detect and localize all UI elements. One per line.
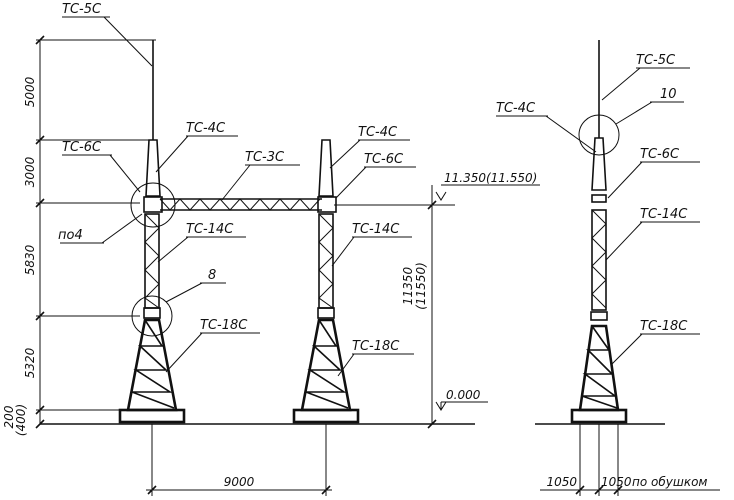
mid-middle-lattice xyxy=(318,213,334,309)
mid-footing xyxy=(292,408,360,424)
mid-upper-section xyxy=(318,139,334,197)
middle-tower xyxy=(292,139,360,424)
right-footing xyxy=(570,408,628,424)
dim-5000: 5000 xyxy=(23,76,37,107)
left-footing xyxy=(118,408,186,424)
mid-base-lattice xyxy=(305,319,349,409)
mid-base-section xyxy=(300,318,352,412)
dim-1050-left: 1050 xyxy=(546,475,577,489)
dim-5830: 5830 xyxy=(23,244,37,275)
mid-middle-section xyxy=(318,213,334,309)
label-tc14c-left: ТС-14С xyxy=(186,222,234,237)
dim-5320: 5320 xyxy=(23,347,37,378)
left-middle-section xyxy=(144,213,160,309)
left-joint-plate xyxy=(143,196,163,213)
label-tc3c: ТС-3С xyxy=(245,150,285,165)
left-base-lattice xyxy=(131,319,175,409)
left-base-section xyxy=(126,318,178,412)
right-tower xyxy=(570,40,628,424)
leader-lines xyxy=(60,16,416,377)
right-base-dimension xyxy=(540,424,720,496)
label-callout-10: 10 xyxy=(660,87,677,102)
label-tc14c-right: ТС-14С xyxy=(640,207,688,222)
right-joint-lower xyxy=(590,311,608,321)
callout-circle-8 xyxy=(131,295,173,337)
mid-joint-lower xyxy=(317,307,335,319)
label-callout-8: 8 xyxy=(208,268,216,283)
dim-400: (400) xyxy=(14,404,28,436)
callout-circle-10 xyxy=(578,114,620,156)
label-tc4c-mid: ТС-4С xyxy=(358,125,398,140)
left-tower xyxy=(118,40,186,424)
label-tc4c-left: ТС-4С xyxy=(186,121,226,136)
label-tc18c-right: ТС-18С xyxy=(640,319,688,334)
span-dimension xyxy=(146,424,332,496)
label-tc14c-mid: ТС-14С xyxy=(352,222,400,237)
left-upper-section xyxy=(145,139,161,197)
elev-beam-label: 11.350(11.550) xyxy=(444,171,537,185)
elev-total-b: (11550) xyxy=(414,262,428,310)
label-tc5c-right: ТС-5С xyxy=(636,53,676,68)
left-joint-lower xyxy=(143,307,161,319)
right-middle-lattice xyxy=(591,209,607,309)
label-po4: по4 xyxy=(58,228,83,243)
right-base-lattice xyxy=(581,325,618,409)
left-middle-lattice xyxy=(144,213,160,309)
label-tc4c-right: ТС-4С xyxy=(496,101,536,116)
label-tc6c-right: ТС-6С xyxy=(640,147,680,162)
elev-marker-beam xyxy=(435,191,447,201)
span-9000-label: 9000 xyxy=(224,475,255,489)
label-tc5c-main: ТС-5С xyxy=(62,2,102,17)
dim-3000: 3000 xyxy=(23,156,37,187)
right-upper-section xyxy=(591,137,607,191)
callout-circle-top xyxy=(130,182,176,228)
beam-lattice xyxy=(159,198,321,211)
elev-total-a: 11350 xyxy=(401,267,415,306)
right-joint-plate xyxy=(591,194,607,203)
label-tc18c-left: ТС-18С xyxy=(200,318,248,333)
elev-zero-label: 0.000 xyxy=(446,388,481,402)
label-tc6c-left: ТС-6С xyxy=(62,140,102,155)
dim-200: 200 xyxy=(2,405,16,428)
dim-ticks-left xyxy=(35,35,45,429)
note-po-obushkom: по обушком xyxy=(632,475,707,489)
right-leader-lines xyxy=(496,67,700,365)
label-tc6c-mid: ТС-6С xyxy=(364,152,404,167)
portal-beam xyxy=(159,198,322,211)
elevation-marks xyxy=(334,184,540,429)
right-middle-section xyxy=(591,209,607,311)
label-tc18c-mid: ТС-18С xyxy=(352,339,400,354)
dim-1050-right: 1050 xyxy=(601,475,632,489)
